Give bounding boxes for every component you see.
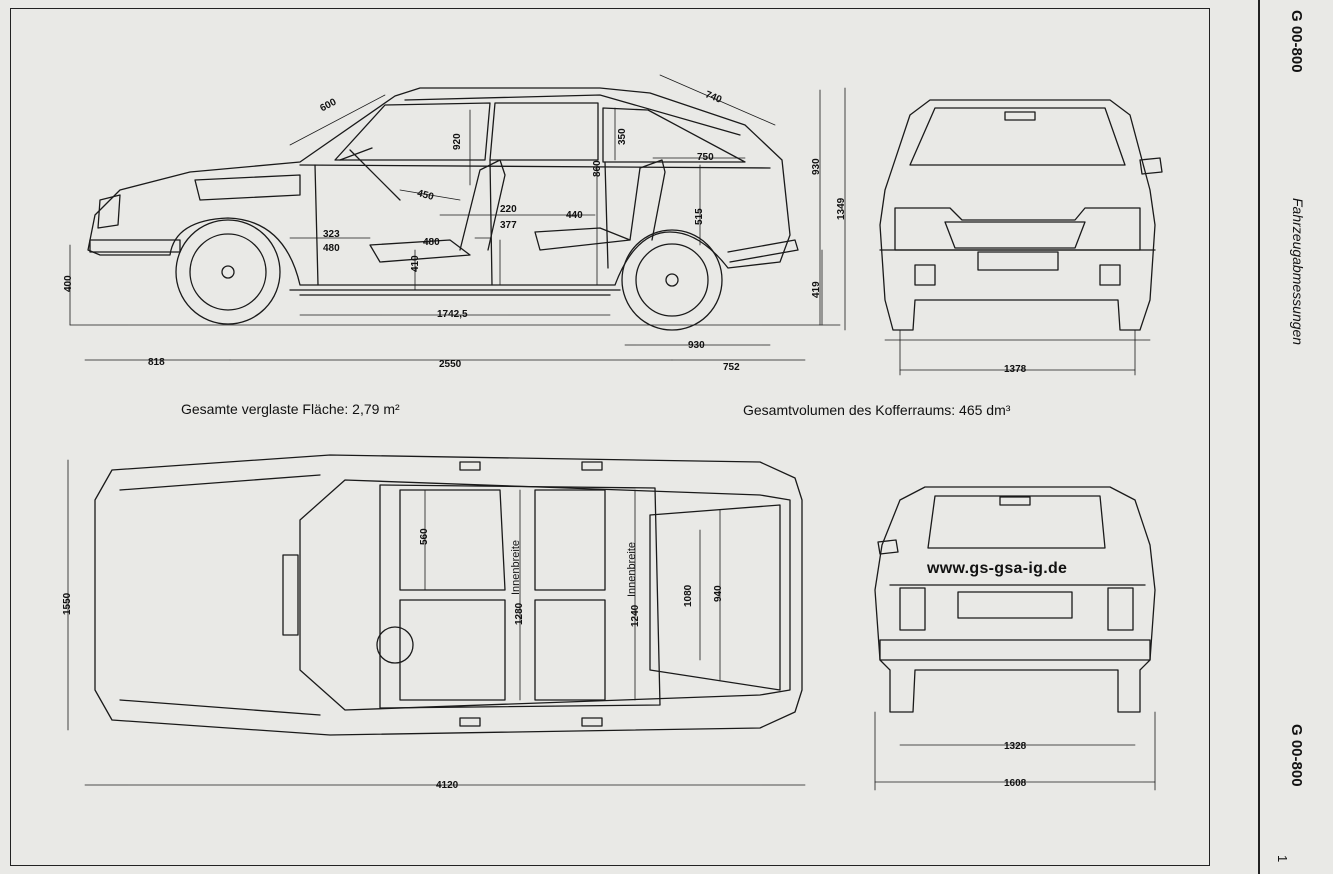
drawing-frame — [10, 8, 1210, 866]
dim-940: 940 — [713, 585, 724, 602]
caption-glass-area: Gesamte verglaste Fläche: 2,79 m² — [181, 401, 400, 417]
side-view-dimension-lines — [69, 74, 846, 361]
dim-1378: 1378 — [1004, 364, 1027, 375]
dim-220: 220 — [500, 204, 517, 215]
dim-860: 860 — [592, 160, 603, 177]
front-view-car — [879, 99, 1163, 341]
dim-480-a: 480 — [323, 243, 340, 254]
dim-1550: 1550 — [62, 592, 73, 615]
label-interior-width-front: Innenbreite — [510, 539, 522, 595]
dim-1742-5: 1742,5 — [437, 309, 468, 320]
dim-1608: 1608 — [1004, 778, 1027, 789]
dim-2550: 2550 — [439, 359, 462, 370]
rear-view-car — [874, 486, 1156, 713]
dim-400: 400 — [63, 275, 74, 292]
dim-440: 440 — [566, 210, 583, 221]
top-view-car — [94, 454, 803, 736]
dim-350: 350 — [617, 128, 628, 145]
dim-377: 377 — [500, 220, 517, 231]
front-view-dimension-lines — [899, 329, 1136, 376]
dim-410: 410 — [410, 255, 421, 272]
dim-1328: 1328 — [1004, 741, 1027, 752]
rear-view-dimension-lines — [874, 711, 1156, 791]
side-view-car — [69, 87, 841, 331]
dim-752: 752 — [723, 362, 740, 373]
dim-480-b: 480 — [423, 237, 440, 248]
label-interior-width-rear: Innenbreite — [626, 541, 638, 597]
dim-419: 419 — [811, 281, 822, 298]
dim-1349: 1349 — [836, 197, 847, 220]
dim-1240: 1240 — [630, 604, 641, 627]
dim-4120: 4120 — [436, 780, 459, 791]
dim-750: 750 — [697, 152, 714, 163]
dim-1280: 1280 — [514, 602, 525, 625]
website-watermark[interactable]: www.gs-gsa-ig.de — [927, 560, 1068, 577]
dim-818: 818 — [148, 357, 165, 368]
dim-930-height: 930 — [811, 158, 822, 175]
dim-560: 560 — [419, 528, 430, 545]
dim-1080: 1080 — [683, 584, 694, 607]
dim-930: 930 — [688, 340, 705, 351]
dim-323: 323 — [323, 229, 340, 240]
margin-rule — [1258, 0, 1260, 874]
dim-515: 515 — [694, 208, 705, 225]
caption-trunk-volume: Gesamtvolumen des Kofferraums: 465 dm³ — [743, 402, 1011, 418]
dim-920: 920 — [452, 133, 463, 150]
top-view-dimension-lines — [67, 459, 806, 786]
